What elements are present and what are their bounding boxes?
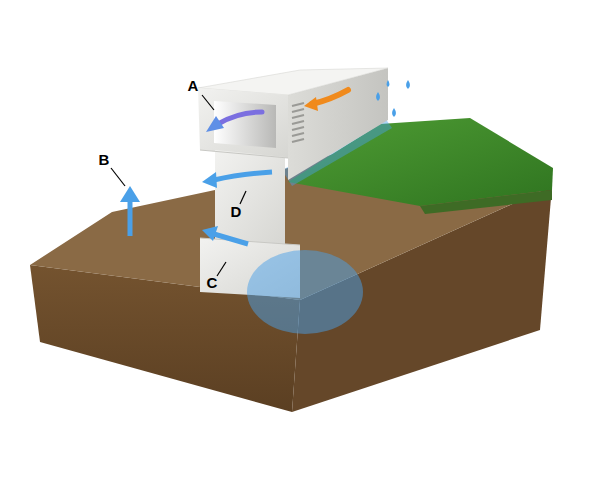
vent-opening	[214, 101, 276, 148]
label-holder: B	[99, 151, 110, 169]
capillary-arrow	[214, 234, 248, 244]
wall-cap	[198, 88, 288, 158]
label-holder: D	[231, 203, 242, 221]
evaporation-head	[120, 186, 140, 202]
evaporation-arrow	[128, 200, 133, 236]
callout-letter: D	[231, 203, 242, 220]
wall-seepage-arrow	[214, 172, 272, 180]
water-drops	[376, 80, 410, 117]
label-holder: A	[188, 77, 199, 95]
grass-edge	[420, 190, 552, 214]
label-holder: C	[207, 274, 218, 292]
wall-seepage-head	[202, 172, 217, 188]
warm-air-arrow	[312, 90, 348, 104]
callout-letter: C	[207, 274, 218, 291]
wall-stem	[215, 150, 285, 246]
warm-air-head	[304, 97, 318, 111]
capillary-head	[202, 226, 218, 241]
moisture-area	[247, 250, 363, 334]
vent-air-head	[206, 116, 224, 132]
callout-letter: B	[99, 151, 110, 168]
callout-letter: A	[188, 77, 199, 94]
vent-air-arrow	[218, 112, 262, 124]
vent-grille	[292, 103, 304, 142]
leader-lines	[111, 95, 246, 276]
